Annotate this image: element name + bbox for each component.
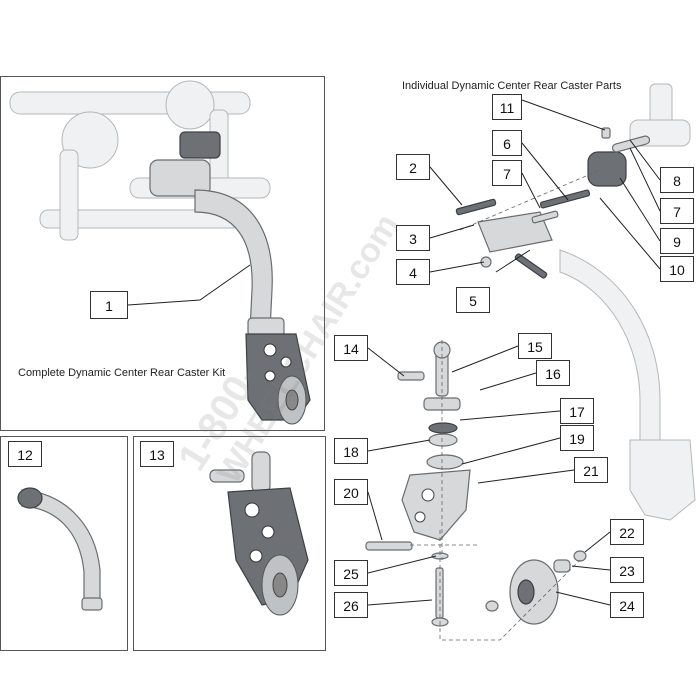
callout-6: 6 [492, 130, 522, 156]
callout-2: 2 [396, 154, 430, 180]
callout-24: 24 [610, 592, 644, 618]
leader-lines [127, 99, 661, 606]
callout-9: 9 [660, 228, 694, 254]
complete-caster-assembly [149, 131, 311, 425]
individual-parts-title: Individual Dynamic Center Rear Caster Pa… [402, 80, 622, 92]
callout-26: 26 [334, 592, 368, 618]
callout-12: 12 [8, 441, 42, 467]
callout-1: 1 [90, 291, 128, 319]
callout-13: 13 [140, 441, 174, 467]
exploded-parts [365, 127, 651, 641]
exploded-ghost-arm [559, 83, 696, 521]
callout-5: 5 [456, 287, 490, 313]
callout-15: 15 [518, 333, 552, 359]
callout-23: 23 [610, 557, 644, 583]
callout-14: 14 [334, 335, 368, 361]
callout-25: 25 [334, 560, 368, 586]
option-12-panel [0, 436, 128, 651]
curved-arm-drawing [17, 487, 103, 611]
callout-18: 18 [334, 438, 368, 464]
callout-20: 20 [334, 479, 368, 505]
callout-16: 16 [536, 360, 570, 386]
callout-11: 11 [492, 94, 522, 120]
callout-8: 8 [660, 167, 694, 193]
wheelchair-frame-ghost [9, 80, 271, 241]
callout-22: 22 [610, 519, 644, 545]
callout-3: 3 [396, 225, 430, 251]
callout-4: 4 [396, 259, 430, 285]
callout-7a: 7 [492, 160, 522, 186]
callout-21: 21 [574, 457, 608, 483]
callout-10: 10 [660, 256, 694, 282]
caster-fork-drawing [209, 451, 309, 616]
callout-19: 19 [560, 425, 594, 451]
callout-17: 17 [560, 398, 594, 424]
complete-kit-caption: Complete Dynamic Center Rear Caster Kit [18, 367, 226, 379]
callout-7b: 7 [660, 198, 694, 224]
